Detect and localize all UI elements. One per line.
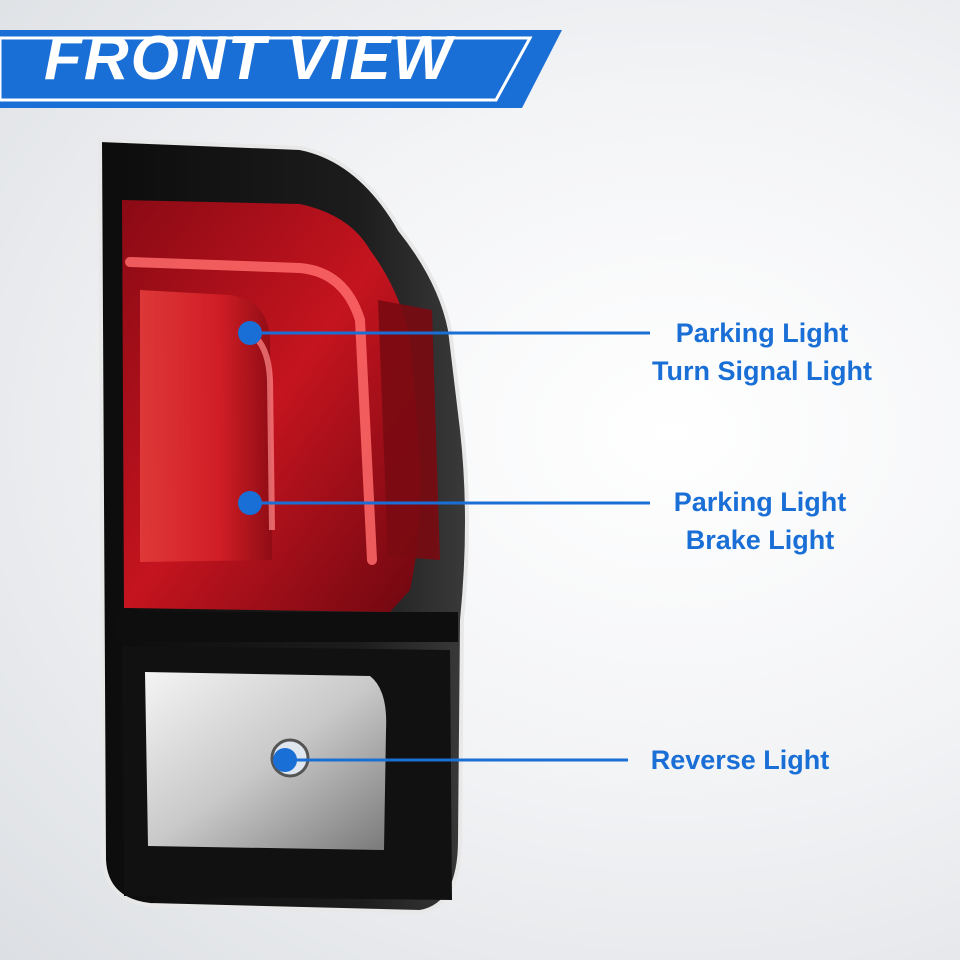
- callout-dot-3: [273, 748, 297, 772]
- callout-label-line: Parking Light: [673, 487, 847, 517]
- light-bar: [125, 257, 377, 565]
- callout-dot-2: [238, 491, 262, 515]
- callout-label-line: Parking Light: [675, 318, 849, 348]
- callout-dot-1: [238, 321, 262, 345]
- callout-label-reverse: Reverse Light: [640, 741, 840, 779]
- banner-shape: [0, 30, 562, 108]
- callout-label-line: Reverse Light: [650, 745, 830, 775]
- callout-connectors: [238, 321, 650, 772]
- front-view-banner: FRONT VIEW: [0, 0, 960, 110]
- callout-label-parking-turn: Parking Light Turn Signal Light: [640, 314, 884, 390]
- callout-label-parking-brake: Parking Light Brake Light: [660, 483, 860, 559]
- lens-divider: [118, 612, 458, 642]
- callout-label-line: Brake Light: [685, 525, 835, 555]
- banner-title: FRONT VIEW: [44, 24, 454, 93]
- reverse-lens: [145, 672, 387, 850]
- red-reflector: [140, 290, 272, 562]
- side-strip: [378, 300, 440, 560]
- callout-label-line: Turn Signal Light: [652, 356, 872, 386]
